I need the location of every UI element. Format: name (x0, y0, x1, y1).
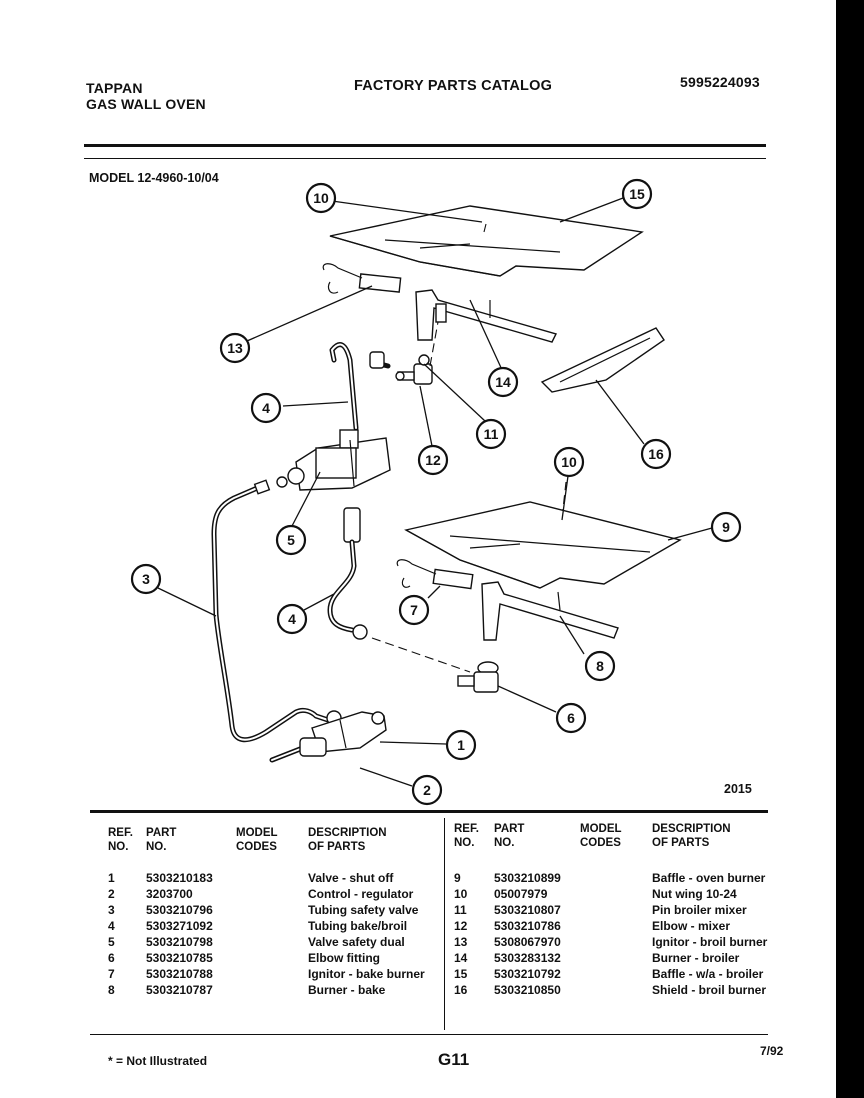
svg-text:15: 15 (629, 186, 645, 202)
svg-text:4: 4 (288, 611, 296, 627)
svg-text:10: 10 (313, 190, 329, 206)
callout-1: 1 (445, 729, 477, 761)
callout-6: 6 (555, 702, 587, 734)
svg-text:10: 10 (561, 454, 577, 470)
svg-text:5: 5 (287, 532, 295, 548)
svg-text:6: 6 (567, 710, 575, 726)
callout-3: 3 (130, 563, 162, 595)
callout-12: 12 (417, 444, 449, 476)
callout-9: 9 (710, 511, 742, 543)
safety-valve-drawing (276, 429, 391, 491)
elbow-fitting-drawing (457, 661, 499, 693)
callout-15: 15 (621, 178, 653, 210)
header-rule-thin (84, 158, 766, 159)
model-label: MODEL 12-4960-10/04 (89, 171, 219, 185)
broiler-baffle-drawing (329, 205, 644, 277)
table-bottom-rule (90, 1034, 768, 1035)
svg-text:14: 14 (495, 374, 511, 390)
print-date: 7/92 (760, 1044, 784, 1058)
callout-2: 2 (411, 774, 443, 806)
svg-text:7: 7 (410, 602, 418, 618)
callout-13: 13 (219, 332, 251, 364)
header-ref: REF.NO. (108, 827, 133, 853)
callout-16: 16 (640, 438, 672, 470)
table-divider (444, 818, 445, 1030)
mixer-elbow-drawing (395, 354, 433, 385)
svg-text:12: 12 (425, 452, 441, 468)
svg-text:11: 11 (484, 426, 499, 442)
svg-text:2: 2 (423, 782, 431, 798)
callout-8: 8 (584, 650, 616, 682)
callout-10-mid: 10 (553, 446, 585, 478)
catalog-title: FACTORY PARTS CATALOG (354, 78, 553, 94)
callout-4-top: 4 (250, 392, 282, 424)
header-ref: REF.NO. (454, 823, 479, 849)
exploded-parts-diagram: 10 15 13 14 4 11 12 16 10 9 5 3 4 7 8 6 … (130, 178, 742, 806)
callout-14: 14 (487, 366, 519, 398)
svg-text:1: 1 (457, 737, 465, 753)
callout-10-top: 10 (305, 182, 337, 214)
brand-name: TAPPAN (86, 80, 143, 96)
product-name: GAS WALL OVEN (86, 96, 206, 112)
callout-7: 7 (398, 594, 430, 626)
svg-text:9: 9 (722, 519, 730, 535)
bake-ignitor-drawing (396, 559, 474, 590)
svg-text:13: 13 (227, 340, 243, 356)
figure-number: 2015 (724, 782, 752, 796)
callout-5: 5 (275, 524, 307, 556)
table-top-rule (90, 810, 768, 813)
callout-4-lower: 4 (276, 603, 308, 635)
callout-11: 11 (475, 418, 507, 450)
broiler-burner-drawing (415, 289, 558, 343)
header-rule (84, 144, 766, 147)
broil-ignitor-drawing (322, 263, 402, 294)
svg-text:4: 4 (262, 400, 270, 416)
broil-shield-drawing (540, 327, 665, 393)
shutoff-valve-drawing (269, 711, 387, 763)
svg-text:16: 16 (648, 446, 664, 462)
oven-baffle-drawing (404, 501, 682, 589)
page-code: G11 (438, 1050, 470, 1069)
svg-text:3: 3 (142, 571, 150, 587)
catalog-number: 5995224093 (680, 74, 760, 90)
scan-edge (836, 0, 864, 1098)
catalog-page: TAPPAN GAS WALL OVEN FACTORY PARTS CATAL… (0, 0, 836, 1098)
svg-text:8: 8 (596, 658, 604, 674)
bake-burner-drawing (481, 581, 619, 641)
not-illustrated-note: * = Not Illustrated (108, 1054, 208, 1068)
